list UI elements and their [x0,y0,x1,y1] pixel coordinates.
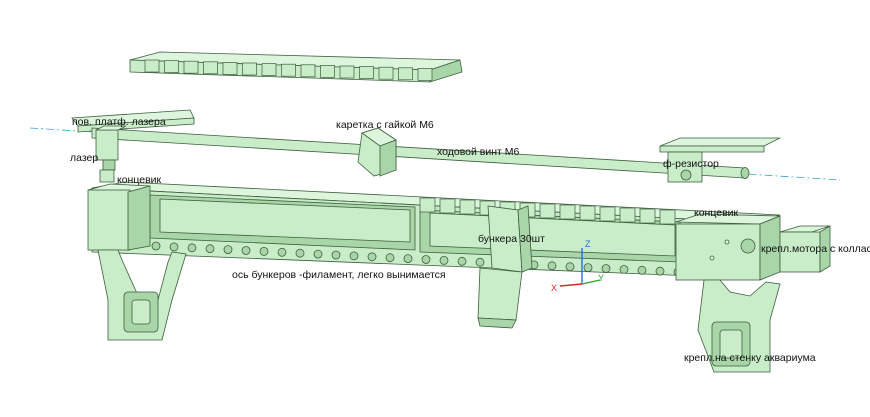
center-hopper [477,205,533,329]
hopper-slat [639,208,656,224]
axis-hole [331,250,341,260]
label-lead-screw: ходовой винт М6 [437,146,520,158]
motor [779,225,831,273]
tray-slat [359,66,374,79]
hopper-slat [579,205,596,221]
tray-slat [281,63,296,77]
axis-hole [367,252,377,262]
axis-hole [205,244,215,254]
tray-slat [378,66,394,80]
axis-hole [385,253,395,263]
hopper-slat [619,207,636,223]
right-wall-mount-leg [697,279,781,373]
label-endstop-right: концевик [694,207,739,219]
axis-hole [295,248,305,258]
axis-hole [655,266,665,276]
tray-slat [203,61,218,75]
axis-hole [439,255,449,265]
top-slatted-tray [129,51,463,83]
axis-hole [601,264,611,273]
hopper-slat [539,203,556,219]
axis-hole [241,246,251,255]
tray-slat [320,65,335,78]
carriage-nut [357,127,397,177]
tray-slat [183,60,199,74]
label-laser: лазер [70,152,99,164]
left-end-block [87,183,151,251]
axis-hole [277,247,287,257]
hopper-slat [459,199,476,215]
hopper-slat [559,204,576,220]
triad-x-label: X [551,283,558,293]
axis-hole [187,243,197,253]
label-hopper-axis: ось бункеров -филамент, легко вынимается [232,269,446,281]
tray-slat [417,68,433,81]
hopper-axis-holes [151,241,683,277]
left-wall-mount-leg [97,249,187,341]
axis-hole [313,249,323,259]
hopper-slat [439,198,456,214]
tray-slat [398,67,413,81]
axis-hole [169,242,179,252]
axis-hole [457,256,467,266]
triad-y-label: Y [598,273,605,283]
axis-hole [403,254,413,264]
label-motor-mount: крепл.мотора с коллас [761,243,870,255]
label-carriage: каретка с гайкой М6 [336,119,434,131]
axis-hole [565,262,575,272]
axis-hole [637,265,647,275]
hopper-slat [659,209,676,225]
tray-slat [144,59,160,73]
tray-slat [339,65,355,79]
tray-slat [242,62,257,76]
tray-slat [261,63,277,76]
label-laser-platform-hinge: пов. платф. лазера [72,116,166,128]
coordinate-triad [559,248,601,287]
label-endstop-left: концевик [117,174,162,186]
tray-slat [222,62,238,75]
photoresistor-bracket [659,137,781,183]
hopper-slat [419,197,436,213]
triad-z-label: Z [585,239,591,249]
label-hoppers: бункера 30шт [478,233,545,245]
axis-hole [349,251,359,261]
tray-slat [300,64,316,78]
axis-hole [475,257,485,267]
axis-hole [547,261,557,271]
label-wall-mount: крепл.на стенку аквариума [684,352,816,364]
axis-hole [619,264,629,274]
axis-hole [151,241,161,251]
axis-hole [259,246,269,256]
label-photoresistor: ф-резистор [663,158,719,170]
axis-hole [583,263,593,273]
hopper-slat [599,206,616,222]
lead-screw-rod [91,127,750,179]
tray-slat [164,60,179,73]
laser-module [95,125,127,183]
axis-hole [421,255,431,264]
axis-hole [223,245,233,255]
